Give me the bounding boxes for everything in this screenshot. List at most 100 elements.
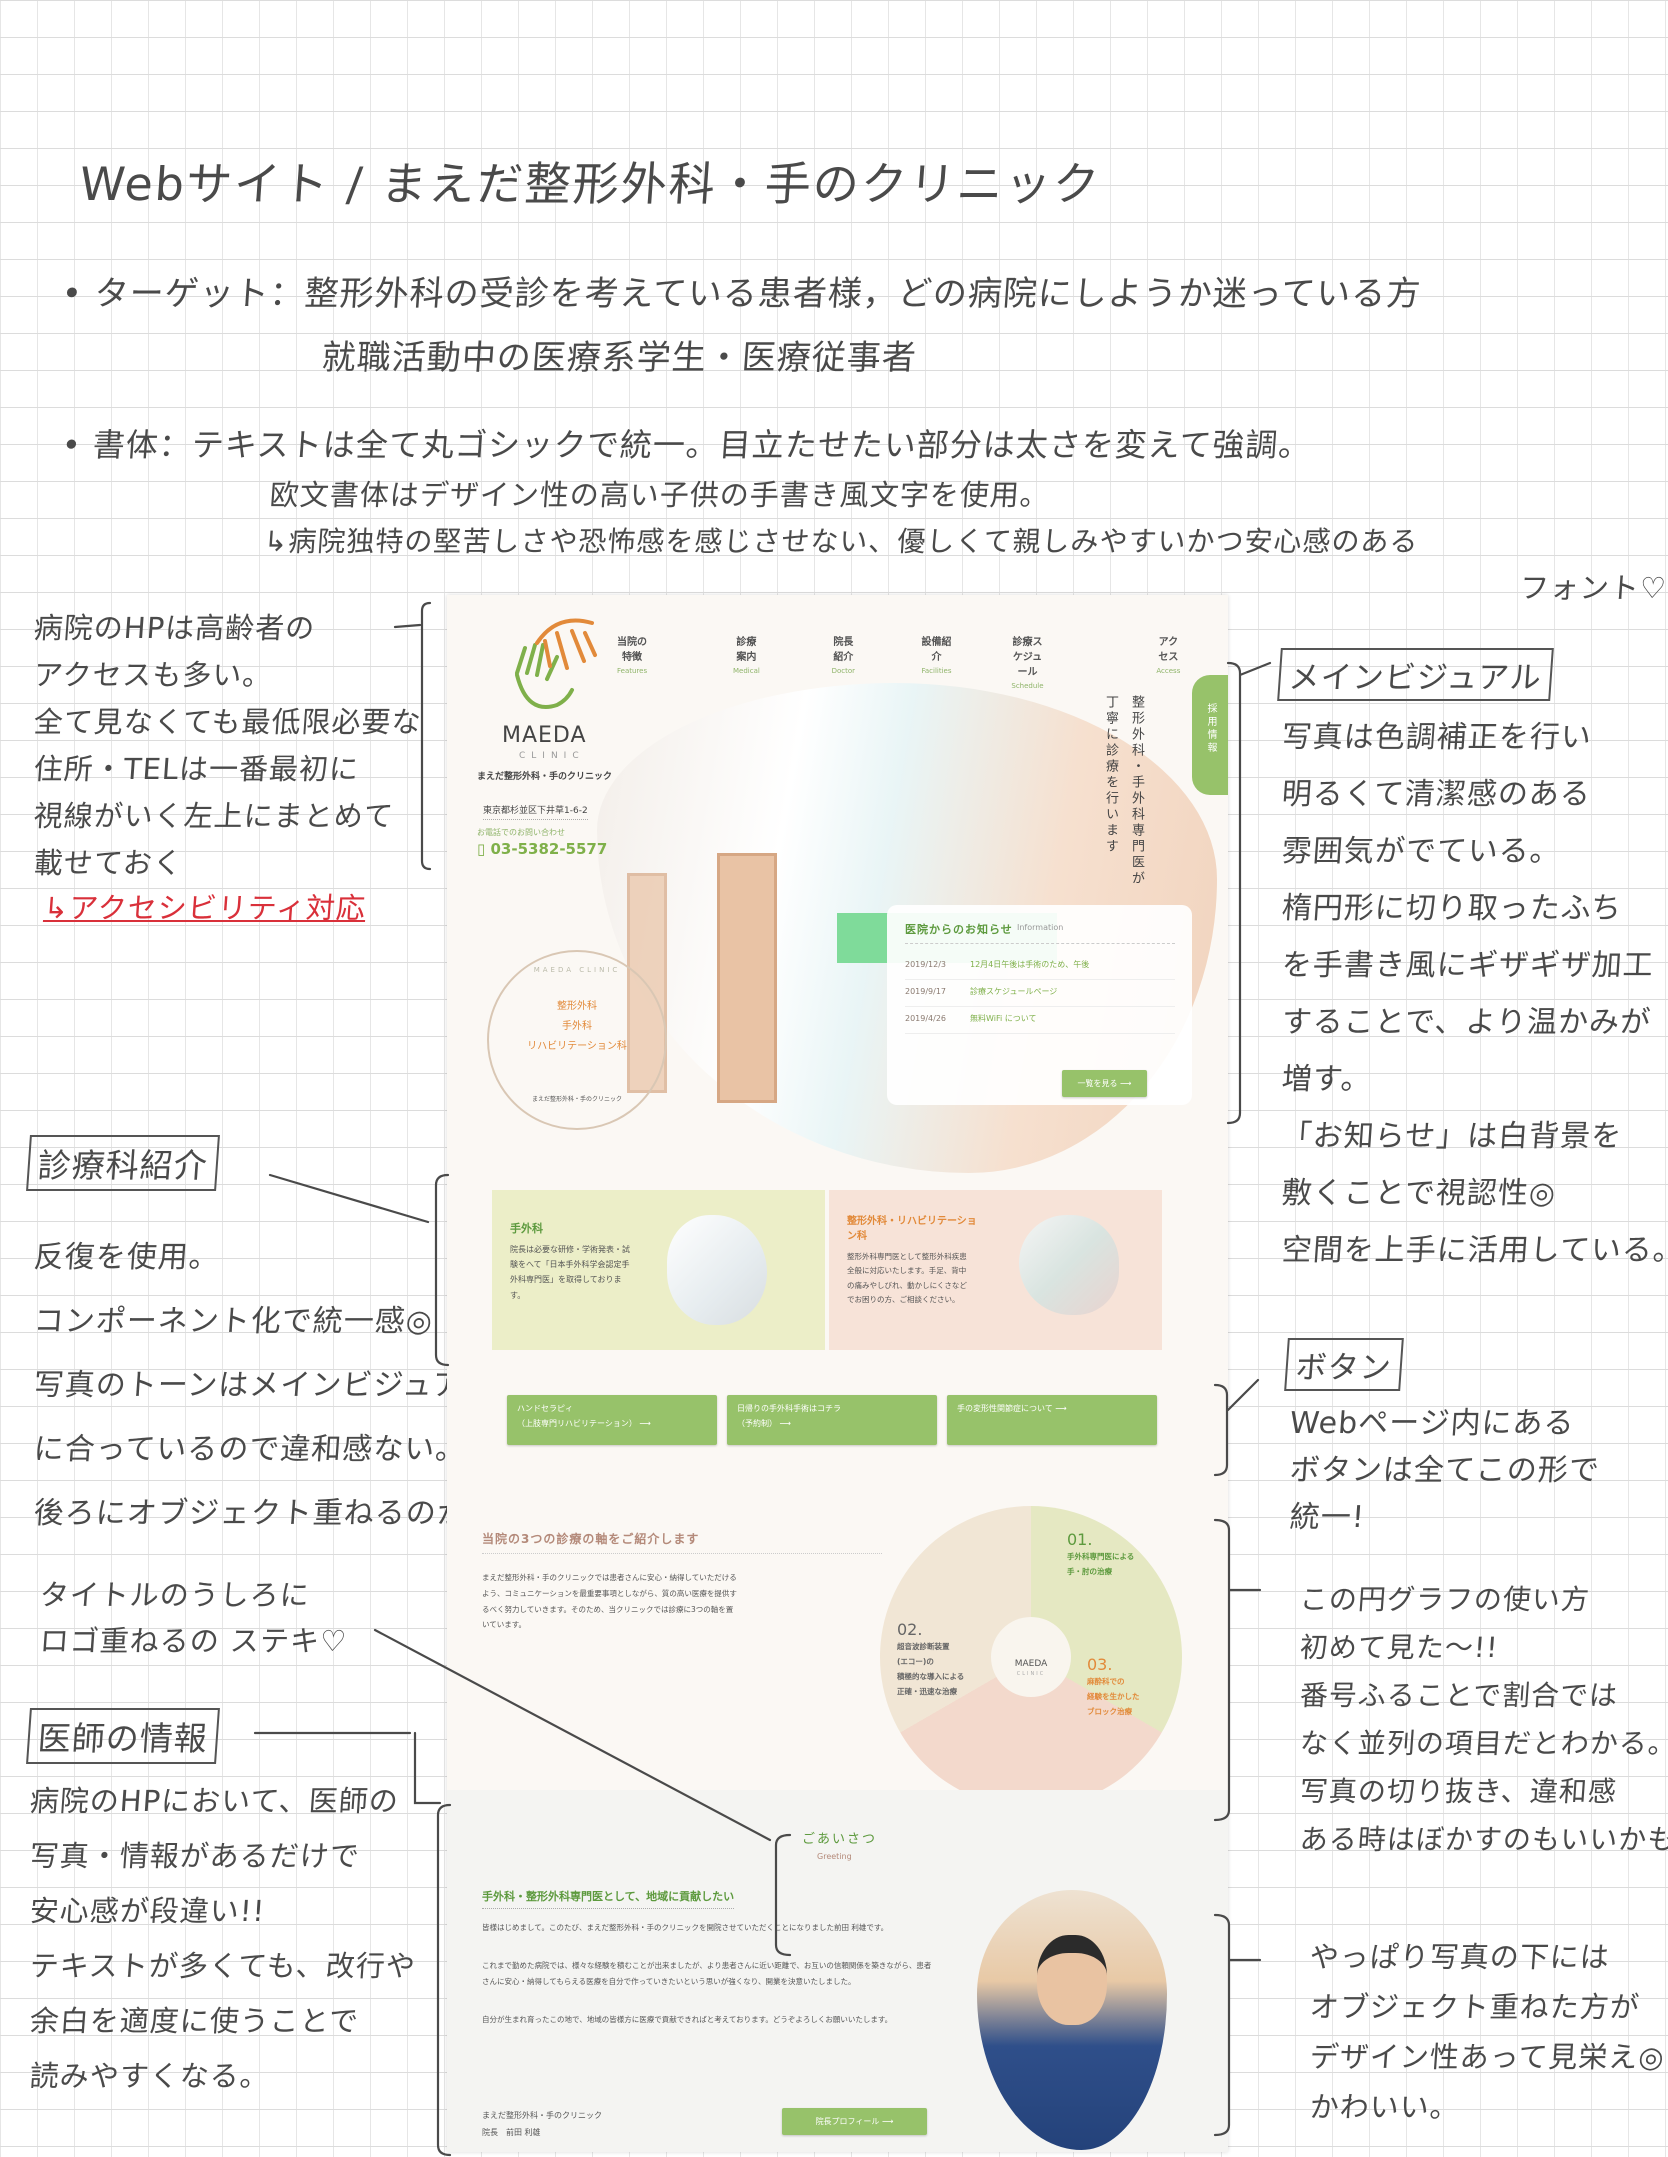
greeting-heading: 手外科・整形外科専門医として、地域に貢献したい <box>482 1888 735 1909</box>
doctor-line: 病院のHPにおいて、医師の <box>28 1784 401 1818</box>
circlenote-line: 写真の切り抜き、違和感 <box>1298 1775 1619 1808</box>
card-photo <box>667 1215 767 1325</box>
mv-line: 写真は色調補正を行い <box>1280 720 1593 755</box>
doctor-face <box>1037 1935 1107 2025</box>
card-hand-surgery[interactable]: 手外科 院長は必要な研修・学術発表・試験をへて「日本手外科学会認定手外科専門医」… <box>492 1190 825 1350</box>
info-title: 医院からのお知らせ <box>905 923 1013 936</box>
mv-line: 空間を上手に活用している。 <box>1280 1233 1668 1268</box>
circlenote-line: この円グラフの使い方 <box>1298 1583 1592 1616</box>
access-line: 視線がいく左上にまとめて <box>32 799 396 833</box>
button-note-title: ボタン <box>1284 1338 1404 1391</box>
doctor-line: テキストが多くても、改行や <box>28 1949 418 1983</box>
nav-sublabel: Medical <box>733 667 760 675</box>
seal-foot: まえだ整形外科・手のクリニック <box>531 1096 622 1103</box>
link-button[interactable]: 手の変形性関節症について ⟶ <box>947 1395 1157 1445</box>
info-more-button[interactable]: 一覧を見る ⟶ <box>1062 1070 1147 1098</box>
nav-sublabel: Doctor <box>831 667 856 675</box>
nav-label: 診療案内 <box>736 637 757 663</box>
logo-name: MAEDA <box>502 723 587 748</box>
circlenote-line: ある時はぼかすのもいいかも。 <box>1298 1823 1668 1856</box>
circlenote-line: 番号ふることで割合では <box>1298 1679 1620 1712</box>
card-orthopedics[interactable]: 整形外科・リハビリテーション科 整形外科専門医として整形外科疾患全般に対応いたし… <box>829 1190 1162 1350</box>
info-en: Information <box>1017 923 1064 932</box>
nav-label: 診療スケジュール <box>1012 637 1043 678</box>
access-line: 病院のHPは高齢者の <box>32 611 317 645</box>
axes-center-logo: MAEDA CLINIC <box>991 1617 1071 1697</box>
door <box>717 853 777 1103</box>
nav-item[interactable]: 診療案内 Medical <box>733 633 760 675</box>
photonote-line: やっぱり写真の下には <box>1308 1940 1612 1974</box>
greeting-para: 皆様はじめまして。このたび、まえだ整形外科・手のクリニックを開院させていただくこ… <box>482 1923 889 1932</box>
tel-number[interactable]: 03-5382-5577 <box>490 840 608 858</box>
doctor-photo <box>977 1890 1167 2150</box>
mv-line: 増す。 <box>1280 1062 1373 1097</box>
nav-item[interactable]: アクセス Access <box>1156 633 1180 675</box>
nav-label: 当院の特徴 <box>617 637 648 663</box>
access-line: アクセスも多い。 <box>32 658 274 692</box>
logonote-line: タイトルのうしろに <box>38 1578 312 1612</box>
nav-sublabel: Access <box>1156 667 1181 675</box>
mv-line: 明るくて清潔感のある <box>1280 777 1593 812</box>
nav-sublabel: Facilities <box>921 667 952 675</box>
dept-note-title: 診療科紹介 <box>26 1135 220 1191</box>
card-body: 院長は必要な研修・学術発表・試験をへて「日本手外科学会認定手外科専門医」を取得し… <box>510 1245 630 1300</box>
greeting-section: ごあいさつ Greeting 手外科・整形外科専門医として、地域に貢献したい 皆… <box>447 1790 1228 2152</box>
target-note: 就職活動中の医療系学生・医療従事者 <box>320 338 919 378</box>
mv-line: を手書き風にギザギザ加工 <box>1280 948 1655 983</box>
nav-label: アクセス <box>1158 637 1179 663</box>
website-screenshot: MAEDA CLINIC まえだ整形外科・手のクリニック 東京都杉並区下井草1-… <box>447 595 1228 2152</box>
link-button[interactable]: ハンドセラピィ（上肢専門リハビリテーション） ⟶ <box>507 1395 717 1445</box>
accessibility-red-note: ↳アクセシビリティ対応 <box>42 891 368 925</box>
photonote-line: かわいい。 <box>1308 2090 1462 2124</box>
photonote-line: デザイン性あって見栄え◎ <box>1308 2040 1666 2074</box>
font-note: 欧文書体はデザイン性の高い子供の手書き風文字を使用。 <box>268 478 1052 512</box>
access-line: 載せておく <box>32 846 185 880</box>
doctor-line: 安心感が段違い!! <box>28 1894 267 1928</box>
nav-item[interactable]: 院長紹介 Doctor <box>832 633 855 675</box>
page-title: Webサイト / まえだ整形外科・手のクリニック <box>77 157 1103 211</box>
clinic-logo-icon <box>515 618 597 709</box>
doctor-line: 読みやすくなる。 <box>28 2059 272 2093</box>
doctor-line: 写真・情報があるだけで <box>28 1839 362 1873</box>
doctor-line: 余白を適度に使うことで <box>28 2004 361 2038</box>
nav-sublabel: Schedule <box>1011 682 1044 690</box>
profile-button[interactable]: 院長プロフィール ⟶ <box>782 2108 927 2136</box>
signature-clinic: まえだ整形外科・手のクリニック <box>482 2111 602 2120</box>
recruit-label: 採用情報 <box>1205 703 1216 755</box>
seal-ring: MAEDA CLINIC <box>533 966 621 974</box>
circlenote-line: なく並列の項目だとわかる。 <box>1298 1727 1668 1760</box>
card-photo <box>1019 1215 1119 1315</box>
link-button[interactable]: 日帰りの手外科手術はコチラ（予約制） ⟶ <box>727 1395 937 1445</box>
specialty-seal: MAEDA CLINIC 整形外科手外科リハビリテーション科 まえだ整形外科・手… <box>487 950 667 1130</box>
info-date: 2019/12/3 <box>905 960 947 969</box>
info-date: 2019/9/17 <box>905 987 947 996</box>
font-note: フォント♡ <box>1518 571 1668 605</box>
tel-link[interactable]: ▯ 03-5382-5577 <box>477 840 608 858</box>
dept-line: 写真のトーンはメインビジュアル <box>32 1368 496 1403</box>
btnnote-line: ボタンは全てこの形で <box>1288 1453 1601 1488</box>
card-title: 手外科 <box>510 1222 543 1235</box>
target-note: • ターゲット：整形外科の受診を考えている患者様，どの病院にしようか迷っている方 <box>60 274 1423 314</box>
axis-text: 手外科専門医による 手・肘の治療 <box>1067 1552 1135 1576</box>
mv-line: 「お知らせ」は白背景を <box>1280 1119 1624 1154</box>
nav-item[interactable]: 診療スケジュール Schedule <box>1011 633 1043 690</box>
axis-item: 03.麻酔科での 経験を生かした ブロック治療 <box>1087 1655 1140 1719</box>
font-note: • 書体：テキストは全て丸ゴシックで統一。目立たせたい部分は太さを変えて強調。 <box>60 426 1313 464</box>
axis-number: 02. <box>897 1620 923 1639</box>
axis-text: 麻酔科での 経験を生かした ブロック治療 <box>1087 1677 1140 1716</box>
btnnote-line: Webページ内にある <box>1288 1406 1576 1441</box>
nav-label: 院長紹介 <box>833 637 854 663</box>
seal-lines: 整形外科手外科リハビリテーション科 <box>527 1001 627 1052</box>
card-title: 整形外科・リハビリテーション科 <box>847 1216 977 1242</box>
recruit-tab[interactable]: 採用情報 <box>1192 675 1228 795</box>
mv-note-title: メインビジュアル <box>1277 648 1554 701</box>
greeting-para: 自分が生まれ育ったこの地で、地域の皆様方に医療で貢献できればと考えております。ど… <box>482 2015 893 2024</box>
axis-item: 01.手外科専門医による 手・肘の治療 <box>1067 1530 1134 1579</box>
